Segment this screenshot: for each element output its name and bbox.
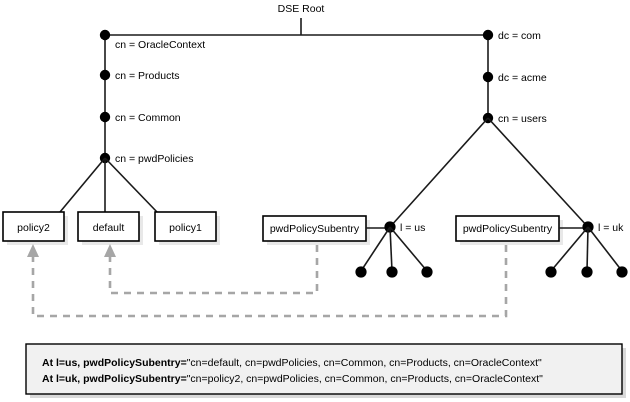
dashed-path-uk-policy2 (31, 245, 508, 318)
default-box[interactable] (77, 211, 140, 242)
caption-line-1-bold: At l=us, pwdPolicySubentry= (42, 357, 187, 369)
policy2-box[interactable] (2, 211, 65, 242)
leaf-dot-us-3[interactable] (421, 266, 433, 278)
edge-users-us (389, 117, 489, 228)
node-dot-dc-acme[interactable] (482, 71, 494, 83)
caption-box-group: At l=us, pwdPolicySubentry="cn=default, … (25, 343, 626, 398)
leaf-dot-us-1[interactable] (355, 266, 367, 278)
node-dot-oraclecontext[interactable] (99, 29, 111, 41)
node-label-common: cn = Common (115, 112, 181, 124)
node-label-oraclecontext: cn = OracleContext (115, 39, 205, 51)
uk-pwdpolicysubentry-box[interactable] (455, 215, 560, 242)
node-label-pwdpolicies: cn = pwdPolicies (115, 153, 194, 165)
dashed-path-us-default (108, 245, 319, 295)
us-pwdpolicysubentry-box-label: pwdPolicySubentry (270, 223, 360, 235)
policy1-box[interactable] (154, 211, 217, 242)
locality-group-us: pwdPolicySubentry l = us (262, 215, 433, 278)
users-fan-edges (389, 117, 589, 228)
edge-users-uk (487, 117, 589, 228)
arrow-head-policy2 (27, 244, 39, 257)
node-dot-products[interactable] (99, 69, 111, 81)
node-label-cn-users: cn = users (498, 113, 547, 125)
reference-link-uk-to-policy2 (27, 244, 508, 318)
right-branch-nodes: dc = com dc = acme cn = users (482, 29, 547, 125)
caption-line-1: At l=us, pwdPolicySubentry="cn=default, … (42, 357, 542, 369)
node-dot-common[interactable] (99, 111, 111, 123)
policy-fan-edges (59, 157, 158, 213)
node-label-dc-com: dc = com (498, 30, 541, 42)
policy-boxes: policy2 default policy1 (2, 211, 220, 245)
caption-box (25, 343, 623, 395)
node-label-l-uk: l = uk (598, 222, 624, 234)
edge-uk-leaf-2 (586, 226, 589, 272)
policy2-box-label: policy2 (17, 222, 50, 234)
reference-link-us-to-default (104, 244, 319, 295)
leaf-dot-us-2[interactable] (386, 266, 398, 278)
leaf-dot-uk-1[interactable] (545, 266, 557, 278)
leaf-dot-uk-2[interactable] (581, 266, 593, 278)
arrow-head-default (104, 244, 116, 257)
default-box-label: default (93, 222, 125, 234)
edge-us-leaf-2 (389, 226, 393, 272)
edge-us-leaf-1 (360, 226, 391, 272)
caption-line-2-bold: At l=uk, pwdPolicySubentry= (42, 373, 187, 385)
edge-uk-leaf-3 (587, 226, 623, 272)
edge-pwdpolicies-policy1 (104, 157, 158, 213)
us-pwdpolicysubentry-box[interactable] (262, 215, 367, 242)
dse-root-label: DSE Root (278, 3, 325, 15)
node-label-dc-acme: dc = acme (498, 72, 547, 84)
node-label-l-us: l = us (400, 222, 425, 234)
edge-uk-leaf-1 (550, 226, 589, 272)
caption-line-2: At l=uk, pwdPolicySubentry="cn=policy2, … (42, 373, 543, 385)
locality-group-uk: pwdPolicySubentry l = uk (455, 215, 628, 278)
node-label-products: cn = Products (115, 70, 180, 82)
edge-us-leaf-3 (389, 226, 428, 272)
edge-pwdpolicies-policy2 (59, 157, 106, 213)
uk-pwdpolicysubentry-box-label: pwdPolicySubentry (463, 223, 553, 235)
dse-root-group: DSE Root (105, 3, 488, 36)
caption-line-1-normal: "cn=default, cn=pwdPolicies, cn=Common, … (187, 357, 542, 369)
left-branch-nodes: cn = OracleContext cn = Products cn = Co… (99, 29, 205, 165)
node-dot-dc-com[interactable] (482, 29, 494, 41)
caption-line-2-normal: "cn=policy2, cn=pwdPolicies, cn=Common, … (187, 373, 543, 385)
policy1-box-label: policy1 (169, 222, 202, 234)
leaf-dot-uk-3[interactable] (616, 266, 628, 278)
